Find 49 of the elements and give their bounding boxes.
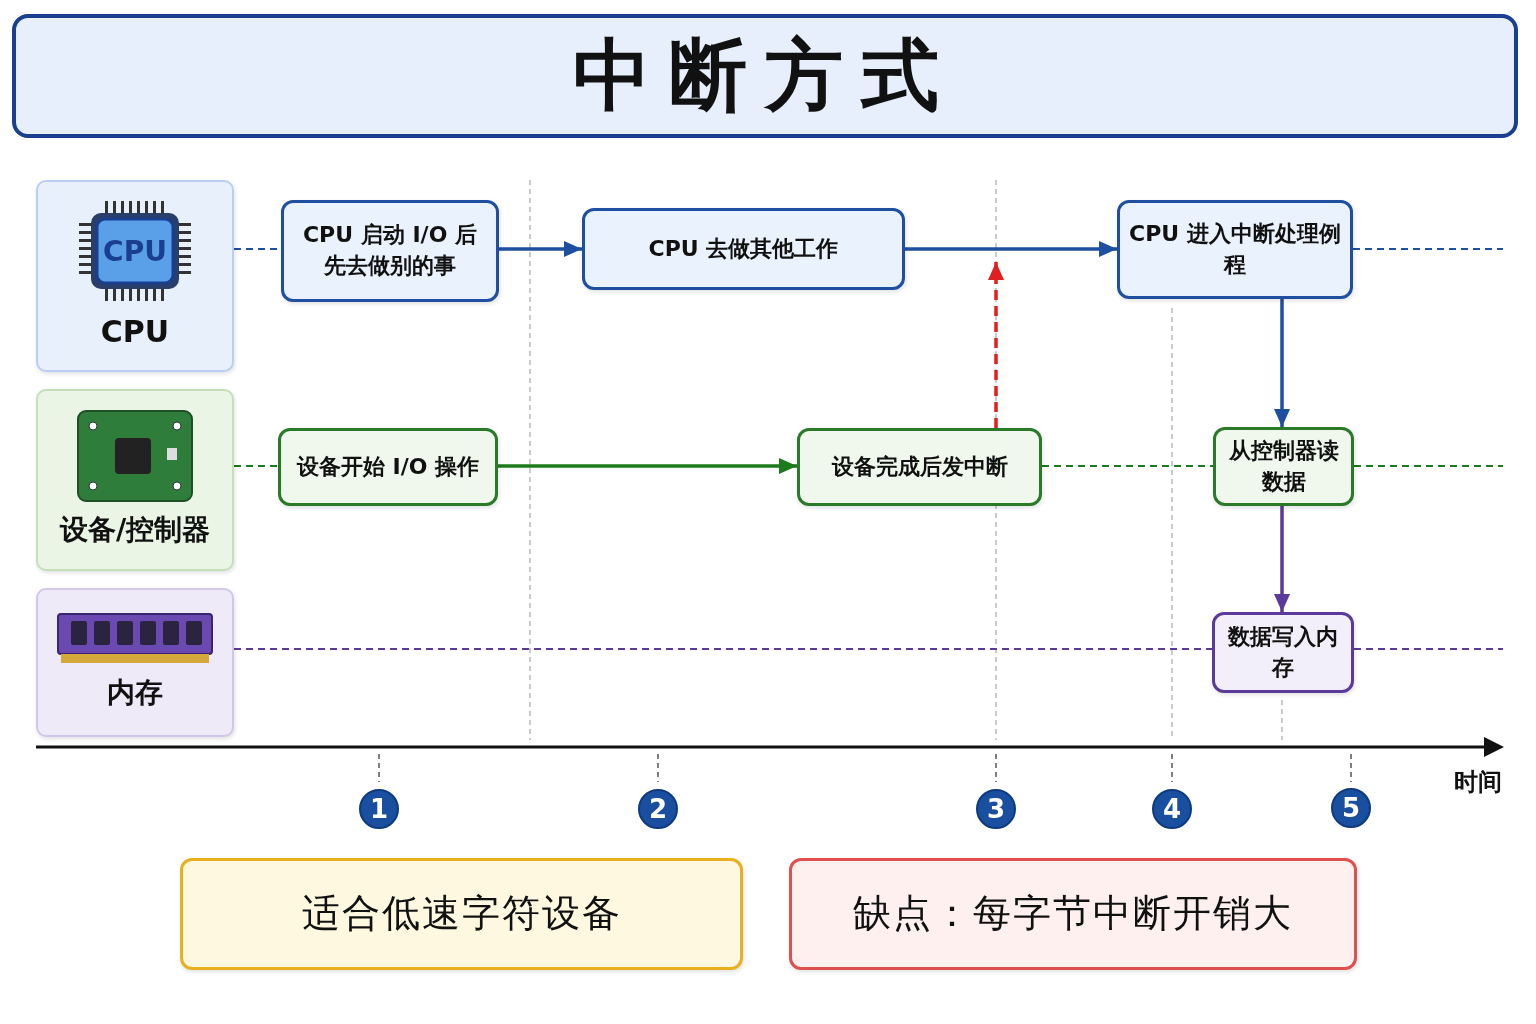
lane-header: [36, 588, 234, 737]
process-box: [797, 428, 1042, 506]
lane-title: 设备/控制器: [59, 512, 211, 549]
step-number: [1331, 788, 1371, 828]
process-text: 设备开始 I/O 操作: [295, 452, 481, 481]
step-number-text: 5: [1340, 791, 1362, 825]
step-number-text: 1: [368, 792, 390, 826]
lane-line: [233, 648, 1213, 650]
process-text: 数据写入内存: [1226, 622, 1339, 682]
process-text: CPU 进入中断处理例程: [1128, 219, 1342, 279]
lane-line: [233, 465, 279, 467]
process-box: [278, 428, 498, 506]
lane-line: [1353, 648, 1504, 650]
process-box: [582, 208, 905, 290]
lane-title: CPU: [100, 313, 170, 351]
step-number: [359, 789, 399, 829]
process-text: CPU 启动 I/O 后先去做别的事: [301, 221, 478, 280]
note-text: 适合低速字符设备: [300, 890, 623, 938]
process-box: [1117, 200, 1353, 299]
process-text: 设备完成后发中断: [830, 452, 1009, 481]
lane-line: [1353, 465, 1504, 467]
title: 中断方式: [573, 28, 957, 122]
arrow: [905, 241, 1117, 257]
process-box: [1212, 612, 1354, 693]
step-number: [1152, 789, 1192, 829]
lane-header: [36, 180, 234, 372]
lane-header: [36, 389, 234, 571]
step-number: [638, 789, 678, 829]
arrow: [1274, 299, 1290, 427]
lane-title: 内存: [107, 674, 163, 711]
step-number: [976, 789, 1016, 829]
step-number-text: 4: [1161, 792, 1183, 826]
arrow: [1274, 506, 1290, 612]
note-box: [180, 858, 743, 970]
lane-line: [1352, 248, 1504, 250]
arrow: [499, 241, 582, 257]
process-box: [1213, 427, 1354, 506]
axis-label: 时间: [1454, 767, 1502, 798]
chip-label: CPU: [103, 235, 167, 268]
step-number-text: 2: [647, 792, 669, 826]
step-number-text: 3: [985, 792, 1007, 826]
note-text: 缺点：每字节中断开销大: [852, 890, 1294, 938]
note-box: [789, 858, 1357, 970]
process-box: [281, 200, 499, 302]
arrow: [498, 458, 797, 474]
lane-line: [1041, 465, 1214, 467]
arrow: [988, 262, 1004, 428]
process-text: CPU 去做其他工作: [647, 234, 840, 263]
process-text: 从控制器读数据: [1227, 436, 1340, 496]
